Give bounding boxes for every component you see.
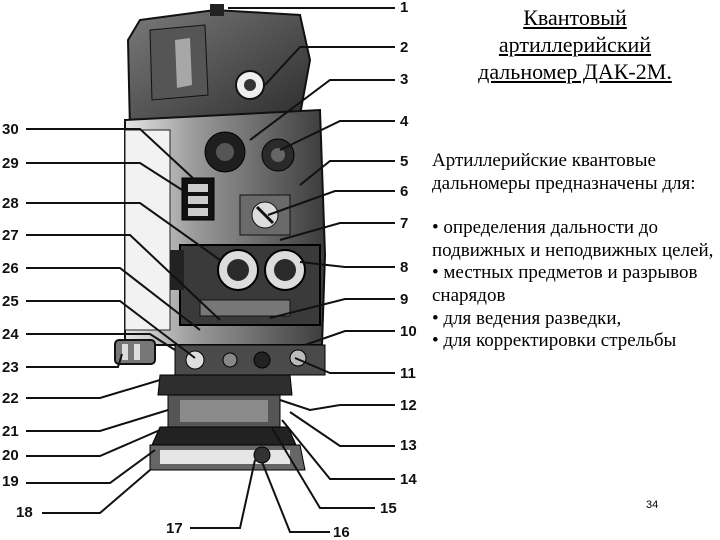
callout-30: 30 [2, 121, 19, 138]
callout-14: 14 [400, 471, 417, 488]
callout-1: 1 [400, 0, 408, 16]
callout-25: 25 [2, 293, 19, 310]
callout-16: 16 [333, 524, 350, 540]
callout-3: 3 [400, 71, 408, 88]
intro-text: Артиллерийские квантовые дальномеры пред… [432, 150, 696, 194]
rangefinder-diagram: 1 2 3 4 5 6 7 8 9 10 11 12 13 14 15 16 1… [2, 0, 417, 540]
device-body [114, 4, 327, 471]
callout-4: 4 [400, 113, 409, 130]
callout-23: 23 [2, 359, 19, 376]
callout-11: 11 [400, 365, 416, 382]
callout-6: 6 [400, 183, 408, 200]
callout-7: 7 [400, 215, 408, 232]
callout-17: 17 [166, 520, 183, 537]
callout-22: 22 [2, 390, 19, 407]
callout-21: 21 [2, 423, 19, 440]
leader-lines [26, 7, 395, 533]
slide-title: Квантовый артиллерийский дальномер ДАК-2… [478, 5, 672, 84]
callout-labels: 1 2 3 4 5 6 7 8 9 10 11 12 13 14 15 16 1… [2, 0, 417, 540]
callout-5: 5 [400, 153, 408, 170]
bullet-item: • местных предметов и разрывов снарядов [432, 262, 698, 306]
callout-9: 9 [400, 291, 408, 308]
callout-10: 10 [400, 323, 417, 340]
callout-8: 8 [400, 259, 408, 276]
callout-29: 29 [2, 155, 19, 172]
slide-number: 34 [646, 499, 659, 511]
callout-2: 2 [400, 39, 408, 56]
callout-20: 20 [2, 447, 19, 464]
callout-26: 26 [2, 260, 19, 277]
slide-body: Артиллерийские квантовые дальномеры пред… [432, 150, 717, 353]
callout-12: 12 [400, 397, 417, 414]
bullet-item: • определения дальности до подвижных и н… [432, 217, 714, 261]
callout-18: 18 [16, 504, 33, 521]
callout-27: 27 [2, 227, 19, 244]
callout-24: 24 [2, 326, 19, 343]
callout-15: 15 [380, 500, 397, 517]
callout-19: 19 [2, 473, 19, 490]
bullet-item: • для ведения разведки, [432, 307, 622, 329]
callout-13: 13 [400, 437, 417, 454]
bullet-item: • для корректировки стрельбы [432, 330, 677, 352]
callout-28: 28 [2, 195, 19, 212]
